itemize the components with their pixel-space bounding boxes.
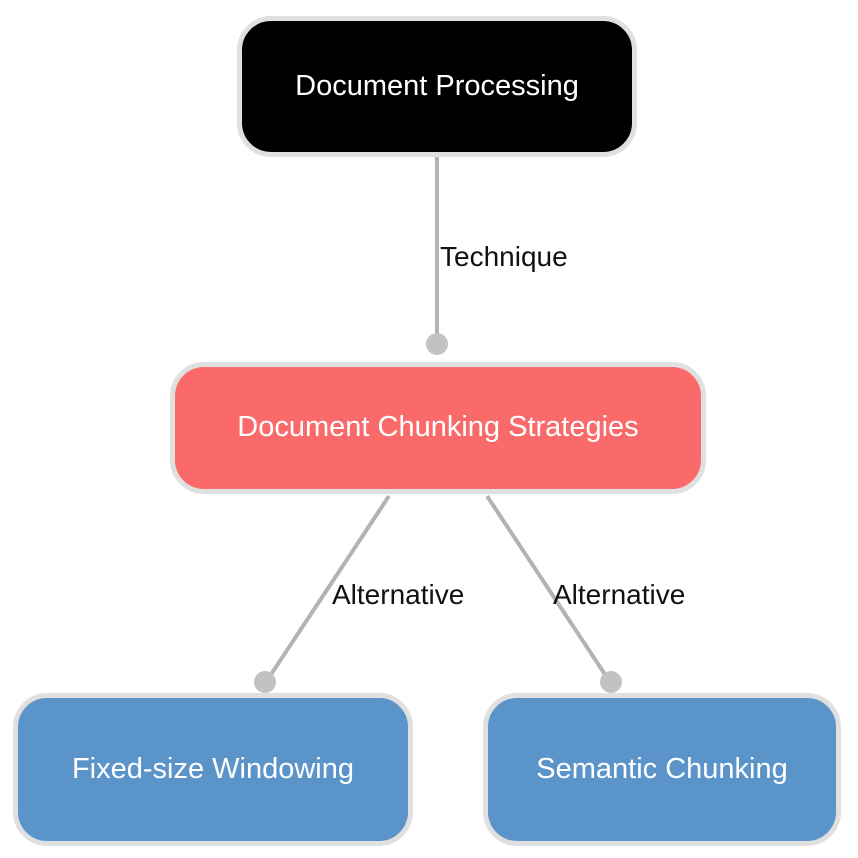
node-label: Document Chunking Strategies: [237, 411, 639, 444]
edge-endpoint-dot-technique: [426, 333, 448, 355]
node-semantic-chunking[interactable]: Semantic Chunking: [483, 693, 841, 846]
edge-label-technique: Technique: [440, 241, 568, 272]
edge-endpoint-dot-alternative-left: [254, 671, 276, 693]
edge-label-alternative-right: Alternative: [553, 579, 686, 610]
node-label: Semantic Chunking: [536, 752, 788, 785]
edge-label-alternative-left: Alternative: [332, 579, 465, 610]
node-fixed-size-windowing[interactable]: Fixed-size Windowing: [13, 693, 413, 846]
edge-line-alternative-left: [264, 494, 391, 684]
node-label: Document Processing: [295, 69, 579, 102]
node-label: Fixed-size Windowing: [71, 752, 355, 785]
edge-line-alternative-right: [485, 494, 612, 684]
node-document-chunking-strategies[interactable]: Document Chunking Strategies: [170, 362, 706, 494]
edge-endpoint-dot-alternative-right: [600, 671, 622, 693]
node-document-processing[interactable]: Document Processing: [237, 16, 637, 157]
